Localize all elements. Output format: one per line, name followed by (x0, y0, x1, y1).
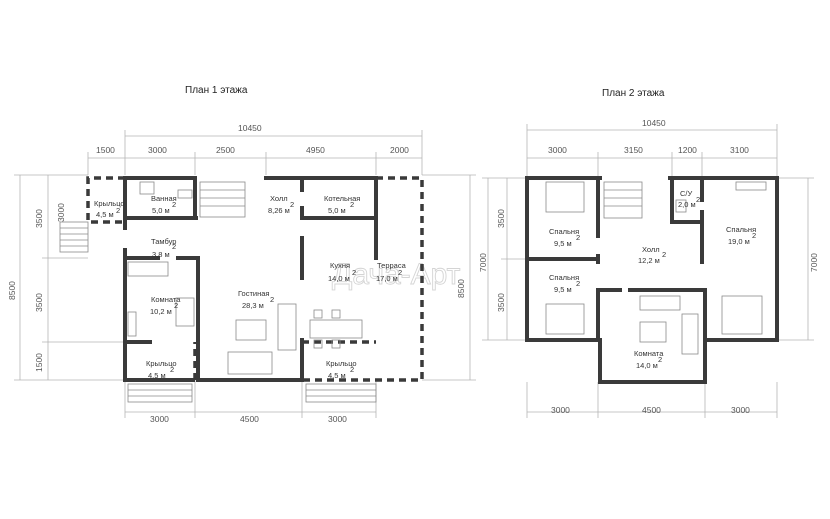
f2-room-hall-area: 12,2 м (638, 256, 660, 265)
f2-room-bedroom1-name: Спальня (549, 227, 579, 236)
f1-room-porch-bl-area: 4,5 м (148, 371, 166, 380)
f1-dim-top-1: 1500 (96, 145, 115, 155)
f1-sq-11: 2 (350, 365, 354, 374)
f1-dim-left-total: 8500 (7, 281, 17, 300)
f1-sq-2: 2 (172, 200, 176, 209)
f1-room-room-area: 10,2 м (150, 307, 172, 316)
f1-room-room-name: Комната (151, 295, 181, 304)
f1-sq-6: 2 (352, 268, 356, 277)
f1-dim-top-total: 10450 (238, 123, 262, 133)
f2-room-bedroom1-area: 9,5 м (554, 239, 572, 248)
f2-room-wc-name: С/У (680, 189, 693, 198)
f2-dim-bottom-1: 3000 (551, 405, 570, 415)
f2-dim-top-total: 10450 (642, 118, 666, 128)
f1-room-porch-left-area: 4,5 м (96, 210, 114, 219)
f2-room-bedroom3-name: Спальня (726, 225, 756, 234)
f1-dim-bottom-2: 4500 (240, 414, 259, 424)
f1-sq-8: 2 (174, 301, 178, 310)
f1-dim-bottom-1: 3000 (150, 414, 169, 424)
f1-sq-3: 2 (290, 200, 294, 209)
f2-sq-6: 2 (658, 355, 662, 364)
floor1-dimension-lines (14, 130, 476, 418)
f2-dim-top-2: 3150 (624, 145, 643, 155)
f2-sq-5: 2 (576, 279, 580, 288)
f1-room-living-area: 28,3 м (242, 301, 264, 310)
f1-room-vestibule-name: Тамбур (151, 237, 176, 246)
f1-dim-top-5: 2000 (390, 145, 409, 155)
f2-dim-left-2: 3500 (496, 293, 506, 312)
f1-dim-left-2: 3500 (34, 293, 44, 312)
f1-dim-top-4: 4950 (306, 145, 325, 155)
f2-room-bedroom2-area: 9,5 м (554, 285, 572, 294)
f1-sq-5: 2 (172, 242, 176, 251)
floor2-walls (525, 176, 779, 384)
f1-sq-1: 2 (116, 206, 120, 215)
f2-room-hall-name: Холл (642, 245, 660, 254)
f2-room-room-name: Комната (634, 349, 664, 358)
f2-room-bedroom2-name: Спальня (549, 273, 579, 282)
f2-dim-bottom-2: 4500 (642, 405, 661, 415)
f1-sq-4: 2 (350, 200, 354, 209)
floor2-dimension-lines (482, 124, 814, 418)
floor1-title: План 1 этажа (185, 85, 248, 96)
f1-sq-9: 2 (270, 295, 274, 304)
f1-room-kitchen-area: 14,0 м (328, 274, 350, 283)
f1-dim-top-2: 3000 (148, 145, 167, 155)
f1-room-hall-name: Холл (270, 194, 288, 203)
f2-sq-3: 2 (752, 231, 756, 240)
f1-dim-left-3: 1500 (34, 353, 44, 372)
f2-dim-left-total: 7000 (478, 253, 488, 272)
f1-room-vestibule-area: 3,8 м (152, 250, 170, 259)
f1-room-hall-area: 8,26 м (268, 206, 290, 215)
f2-dim-top-1: 3000 (548, 145, 567, 155)
f1-dim-top-3: 2500 (216, 145, 235, 155)
f1-room-bathroom-name: Ванная (151, 194, 177, 203)
f1-room-kitchen-name: Кухня (330, 261, 350, 270)
f2-dim-left-1: 3500 (496, 209, 506, 228)
f2-dim-bottom-3: 3000 (731, 405, 750, 415)
f1-room-porch-left-name: Крыльцо (94, 199, 125, 208)
f1-room-boiler-name: Котельная (324, 194, 360, 203)
floor2-furniture (545, 181, 767, 355)
f2-room-bedroom3-area: 19,0 м (728, 237, 750, 246)
f1-dim-left-1: 3500 (34, 209, 44, 228)
f2-dim-top-3: 1200 (678, 145, 697, 155)
f1-sq-7: 2 (398, 268, 402, 277)
f2-sq-1: 2 (576, 233, 580, 242)
f1-room-terrace-name: Терраса (377, 261, 407, 270)
f2-room-room-area: 14,0 м (636, 361, 658, 370)
floor1-plan: 10450 1500 3000 2500 4950 2000 3000 4500… (7, 123, 476, 424)
watermark-logo: Дача-Арт (332, 258, 461, 291)
floor1-furniture (59, 181, 377, 403)
f1-room-bathroom-area: 5,0 м (152, 206, 170, 215)
f2-dim-top-4: 3100 (730, 145, 749, 155)
f1-dim-right-total: 8500 (456, 279, 466, 298)
floor2-title: План 2 этажа (602, 88, 665, 99)
f2-sq-4: 2 (662, 250, 666, 259)
f1-room-porch-br-name: Крыльцо (326, 359, 357, 368)
f1-room-porch-br-area: 4,5 м (328, 371, 346, 380)
floor2-plan: 10450 3000 3150 1200 3100 3000 4500 3000… (478, 118, 819, 418)
f2-room-wc-area: 2,0 м (678, 200, 696, 209)
f1-dim-bottom-3: 3000 (328, 414, 347, 424)
f1-room-living-name: Гостиная (238, 289, 269, 298)
f2-sq-2: 2 (696, 195, 700, 204)
f1-dim-left-1b: 3000 (56, 203, 66, 222)
f1-room-porch-bl-name: Крыльцо (146, 359, 177, 368)
f1-room-boiler-area: 5,0 м (328, 206, 346, 215)
f1-room-terrace-area: 17,0 м (376, 274, 398, 283)
f1-sq-10: 2 (170, 365, 174, 374)
f2-dim-right-total: 7000 (809, 253, 819, 272)
